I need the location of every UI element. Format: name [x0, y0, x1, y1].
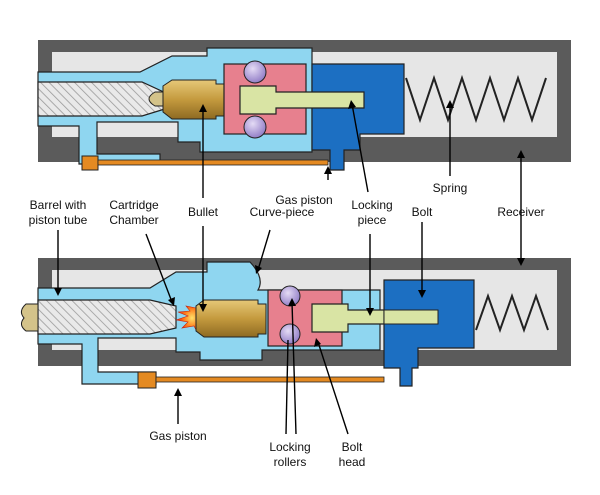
fired-bullet [20, 303, 39, 332]
leader-bullet-bottom-arrow [199, 304, 207, 312]
locking-roller-upper [243, 60, 267, 84]
gas-flash [175, 305, 197, 331]
gas-piston-rod [155, 376, 385, 383]
label-barrel-line2: piston tube [29, 213, 88, 227]
leader-cartridge-chamber-arrow [168, 297, 175, 306]
label-spring: Spring [433, 181, 468, 195]
leader-locking-piece-bottom-arrow [366, 308, 374, 316]
leader-spring-arrow [446, 100, 454, 108]
label-locking-piece-line1: Locking [351, 198, 392, 212]
bolt-carrier [383, 279, 475, 387]
leader-bolt-head [317, 341, 349, 435]
bottom-assembly [20, 258, 571, 389]
label-locking-piece-line2: piece [358, 213, 387, 227]
label-bullet: Bullet [188, 205, 219, 219]
label-gas-piston-top: Gas piston [275, 193, 332, 207]
locking-piece [239, 85, 365, 115]
label-barrel-line1: Barrel with [30, 198, 87, 212]
label-cartridge-chamber-line2: Chamber [109, 213, 158, 227]
label-bolt-head-line1: Bolt [342, 440, 363, 454]
leader-bolt-arrow [418, 290, 426, 298]
label-curve-piece: Curve-piece [250, 205, 315, 219]
top-assembly [37, 40, 571, 171]
locking-roller-lower [243, 115, 267, 139]
label-bolt-head-line2: head [339, 455, 366, 469]
leader-locking-rollers-upper [291, 301, 297, 435]
leader-gas-piston-top-arrow [324, 166, 332, 174]
locking-roller-lower [279, 323, 301, 345]
leader-curve-piece [257, 229, 271, 271]
label-receiver: Receiver [497, 205, 544, 219]
leader-barrel-arrow [54, 288, 62, 296]
leader-bolt-head-arrow [314, 338, 321, 347]
leader-lines [54, 100, 525, 435]
gas-piston-head [81, 155, 99, 171]
cartridge-case [162, 79, 225, 120]
leader-cartridge-chamber [145, 233, 173, 303]
label-locking-rollers-line2: rollers [274, 455, 307, 469]
label-bolt: Bolt [412, 205, 433, 219]
label-gas-piston-bottom: Gas piston [149, 429, 206, 443]
locking-piece-tail [383, 309, 439, 325]
leader-locking-piece-top-arrow [348, 100, 356, 109]
leader-receiver-arrow-top [517, 150, 525, 158]
leader-locking-rollers-upper-arrow [288, 298, 296, 306]
label-locking-rollers-line1: Locking [269, 440, 310, 454]
leader-locking-rollers-lower [285, 339, 289, 435]
cartridge-case [195, 299, 267, 338]
leader-curve-piece-arrow [255, 265, 262, 274]
gas-piston-head [137, 371, 157, 389]
leader-gas-piston-bottom-arrow [174, 388, 182, 396]
label-cartridge-chamber-line1: Cartridge [109, 198, 159, 212]
leader-locking-piece-top [351, 103, 369, 193]
bullet [148, 91, 164, 107]
gas-piston-rod [97, 159, 329, 166]
recoil-spring [405, 74, 547, 124]
leader-receiver-arrow-bottom [517, 258, 525, 266]
labels: Gas piston Spring Barrel with piston tub… [29, 181, 545, 469]
bolt-carrier [311, 63, 405, 171]
leader-bullet-top-arrow [199, 104, 207, 112]
barrel [37, 299, 177, 335]
recoil-spring [475, 292, 549, 334]
